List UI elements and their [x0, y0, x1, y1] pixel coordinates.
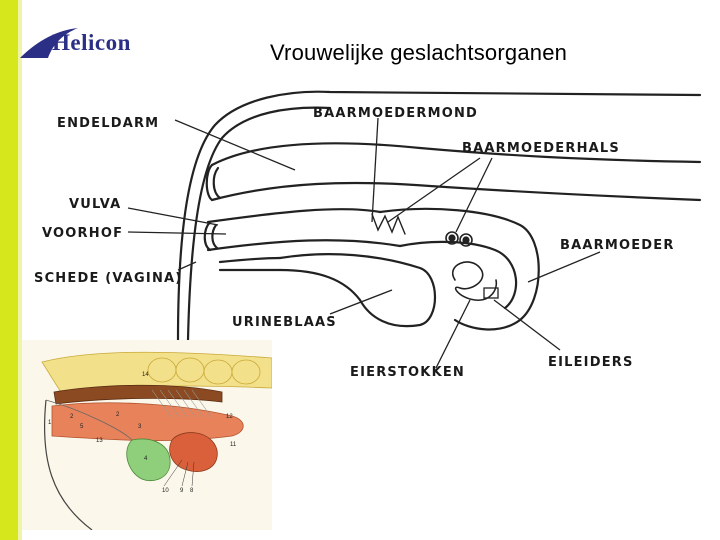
inset-number: 5: [80, 424, 84, 430]
label-voorhof: VOORHOF: [42, 226, 123, 241]
inset-bladder: [126, 438, 171, 482]
inset-number: 12: [226, 414, 233, 420]
vagina-lower: [206, 239, 402, 252]
inset-body-outline: [43, 399, 93, 530]
label-baarmoedermond: BAARMOEDERMOND: [313, 106, 478, 121]
pointer-baarmoederhals-1: [387, 157, 481, 223]
urethra: [218, 256, 282, 272]
pointer-urineblaas: [329, 289, 393, 315]
pointer-schede: [177, 261, 197, 271]
vulva-inner: [211, 223, 219, 250]
pointer-baarmoederhals-2: [455, 157, 493, 233]
bladder: [278, 253, 437, 328]
label-eileiders: EILEIDERS: [548, 355, 634, 370]
oviduct-knot: [483, 287, 499, 299]
rectum-upper: [210, 142, 702, 167]
uterus-inner: [398, 240, 518, 310]
ovary-right: [459, 233, 473, 247]
label-baarmoeder: BAARMOEDER: [560, 238, 675, 253]
cervix-folds: [371, 213, 406, 235]
body-outline-outer: [176, 90, 702, 342]
pointer-eileiders-1: [493, 299, 561, 351]
page-title: Vrouwelijke geslachtsorganen: [270, 40, 568, 65]
inset-number: 4: [144, 456, 148, 462]
ovary-coil: [451, 261, 498, 301]
label-vulva: VULVA: [69, 197, 121, 212]
inset-number: 14: [142, 372, 149, 378]
uterus-body: [378, 207, 540, 331]
helicon-logo-text: Helicon: [52, 30, 131, 55]
helicon-logo-swoosh: [20, 28, 78, 58]
inset-number: 8: [190, 488, 194, 494]
inset-number: 2: [70, 414, 74, 420]
inset-uterus: [169, 432, 218, 472]
inset-number: 2: [116, 412, 120, 418]
label-schede: SCHEDE (VAGINA): [34, 271, 182, 286]
rectum-lower: [210, 181, 702, 202]
anus-fold: [205, 163, 214, 202]
anus-ring: [212, 166, 222, 200]
inset-number: 13: [96, 438, 103, 444]
pointer-baarmoeder: [527, 251, 601, 283]
accent-sidebar-highlight: [18, 0, 22, 540]
inset-reproductive-tract: [51, 402, 244, 442]
inset-number: 3: [138, 424, 142, 430]
label-eierstokken: EIERSTOKKEN: [350, 365, 465, 380]
accent-sidebar: [0, 0, 18, 540]
body-outline-inner: [186, 106, 332, 342]
pointer-endeldarm: [174, 119, 296, 171]
inset-number: 1: [48, 420, 52, 426]
pointer-eierstokken: [435, 299, 471, 369]
ovary-left: [445, 231, 459, 245]
vulva-fold: [203, 220, 212, 252]
label-endeldarm: ENDELDARM: [57, 116, 159, 131]
inset-number: 11: [230, 442, 237, 448]
vagina-upper: [206, 208, 382, 224]
inset-number: 10: [162, 488, 169, 494]
inset-number: 9: [180, 488, 184, 494]
label-baarmoederhals: BAARMOEDERHALS: [462, 141, 620, 156]
label-urineblaas: URINEBLAAS: [232, 315, 337, 330]
pointer-vulva: [127, 207, 219, 226]
pointer-baarmoedermond: [371, 117, 379, 223]
inset-rectum: [53, 384, 223, 405]
inset-anatomy-illustration: 14 2 2 5 1 13 4 3 12 11 10 9 8: [22, 340, 272, 530]
pointer-voorhof: [127, 231, 227, 235]
